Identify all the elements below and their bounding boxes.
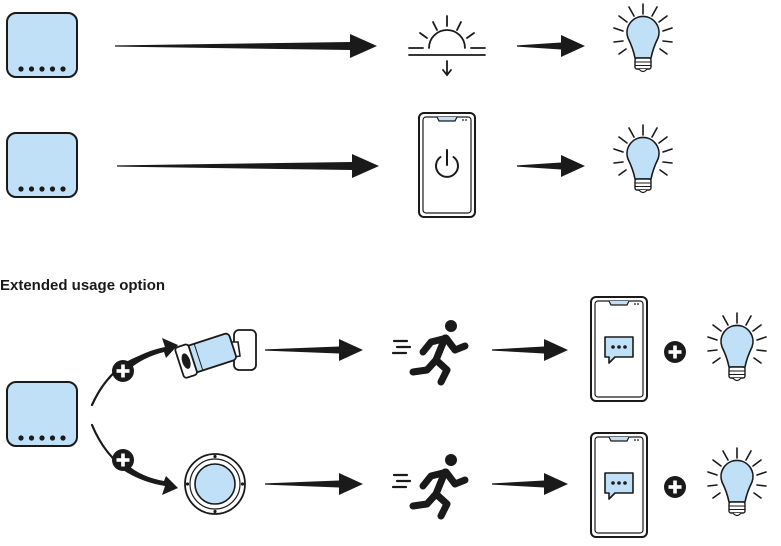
arrow-right-icon <box>265 339 363 361</box>
arrow-right-icon <box>517 35 585 57</box>
light-bulb-icon <box>707 312 767 382</box>
arrow-right-icon <box>492 473 568 495</box>
security-camera-icon <box>174 329 257 379</box>
sunrise-icon <box>408 15 486 77</box>
plus-icon <box>112 449 134 471</box>
running-person-icon <box>393 454 465 516</box>
arrow-right-icon <box>265 473 363 495</box>
arrow-right-icon <box>115 34 377 58</box>
plus-icon <box>112 360 134 382</box>
plus-icon <box>664 341 686 363</box>
smartphone-message-icon <box>590 432 648 538</box>
light-bulb-icon <box>613 124 673 194</box>
smartphone-message-icon <box>590 296 648 402</box>
relay-module-icon <box>6 12 78 78</box>
light-bulb-icon <box>707 447 767 517</box>
dome-sensor-icon <box>184 453 246 515</box>
running-person-icon <box>393 320 465 382</box>
arrow-right-icon <box>492 339 568 361</box>
section-heading: Extended usage option <box>0 277 166 294</box>
light-bulb-icon <box>613 3 673 73</box>
branch-arrows <box>120 338 178 495</box>
smartphone-power-icon <box>418 112 476 218</box>
relay-module-icon <box>6 132 78 198</box>
plus-icon <box>664 476 686 498</box>
arrow-right-icon <box>117 154 379 178</box>
arrow-right-icon <box>517 155 585 177</box>
relay-module-icon <box>6 381 78 447</box>
